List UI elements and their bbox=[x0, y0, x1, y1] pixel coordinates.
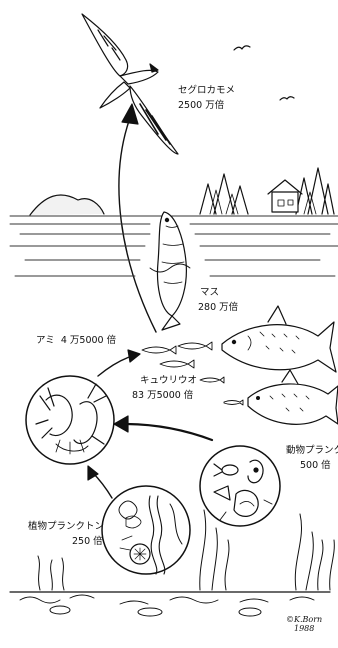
smelt-label: キュウリウオ 83 万5000 倍 bbox=[140, 374, 197, 403]
smelt-name: キュウリウオ bbox=[140, 374, 197, 389]
phytoplankton-name: 植物プランクトン bbox=[28, 520, 104, 535]
signature-year: 1988 bbox=[294, 625, 322, 634]
leaping-trout bbox=[150, 212, 190, 330]
phytoplankton-label: 植物プランクトン 250 倍 bbox=[28, 520, 104, 549]
phytoplankton-circle bbox=[102, 486, 190, 574]
zooplankton-name: 動物プランク bbox=[286, 444, 338, 459]
trout-1 bbox=[222, 306, 336, 372]
zooplankton-factor: 500 倍 bbox=[300, 459, 338, 474]
shrimp-label: アミ 4 万5000 倍 bbox=[36, 334, 116, 349]
trout-factor: 280 万倍 bbox=[198, 301, 238, 316]
gull-name: セグロカモメ bbox=[178, 84, 235, 99]
far-shore bbox=[30, 168, 334, 215]
phytoplankton-factor: 250 倍 bbox=[72, 535, 104, 550]
shrimp-circle bbox=[26, 376, 114, 464]
arrow-to-shrimp-from-phyto bbox=[88, 466, 112, 498]
trout-name: マス bbox=[200, 286, 238, 301]
gull-drawing bbox=[82, 14, 178, 154]
shrimp-name: アミ bbox=[36, 335, 55, 346]
arrow-to-gull bbox=[119, 104, 156, 332]
gull-label: セグロカモメ 2500 万倍 bbox=[178, 84, 235, 113]
trout-2 bbox=[248, 370, 338, 424]
zooplankton-label: 動物プランク 500 倍 bbox=[286, 444, 338, 473]
shrimp-text: アミ 4 万5000 倍 bbox=[36, 334, 116, 349]
shrimp-factor: 4 万5000 倍 bbox=[61, 335, 116, 346]
artist-signature: ©K.Born 1988 bbox=[286, 616, 322, 634]
trout-label: マス 280 万倍 bbox=[200, 286, 238, 315]
arrow-to-shrimp bbox=[114, 416, 212, 440]
zooplankton-circle bbox=[200, 446, 280, 526]
distant-birds bbox=[234, 46, 294, 100]
smelt-factor: 83 万5000 倍 bbox=[132, 389, 197, 404]
arrow-to-smelt bbox=[98, 350, 140, 376]
gull-factor: 2500 万倍 bbox=[178, 99, 235, 114]
